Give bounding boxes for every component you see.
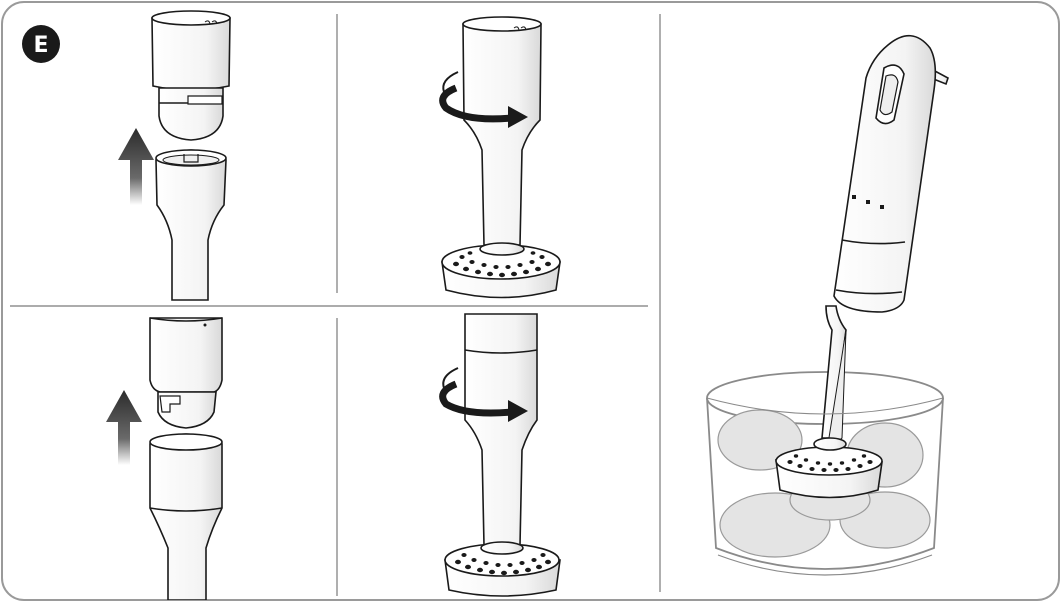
arrow-up-icon [106,390,142,465]
panel-top-left [118,11,230,300]
panel-right [707,36,948,575]
upper-attachment [152,11,230,140]
lower-shaft [156,150,226,300]
lower-shaft-bottom [150,434,222,600]
panel-bottom-left [106,318,222,600]
panel-bottom-middle [443,314,560,596]
arrow-up-icon [118,128,154,205]
step-badge: E [22,25,60,63]
panel-top-middle [442,17,560,298]
masher-assembly-bottom [445,314,560,596]
motor-unit-bottom [150,318,222,428]
masher-assembly-top [442,17,560,298]
hand-blender [776,36,948,498]
step-badge-label: E [33,33,48,58]
